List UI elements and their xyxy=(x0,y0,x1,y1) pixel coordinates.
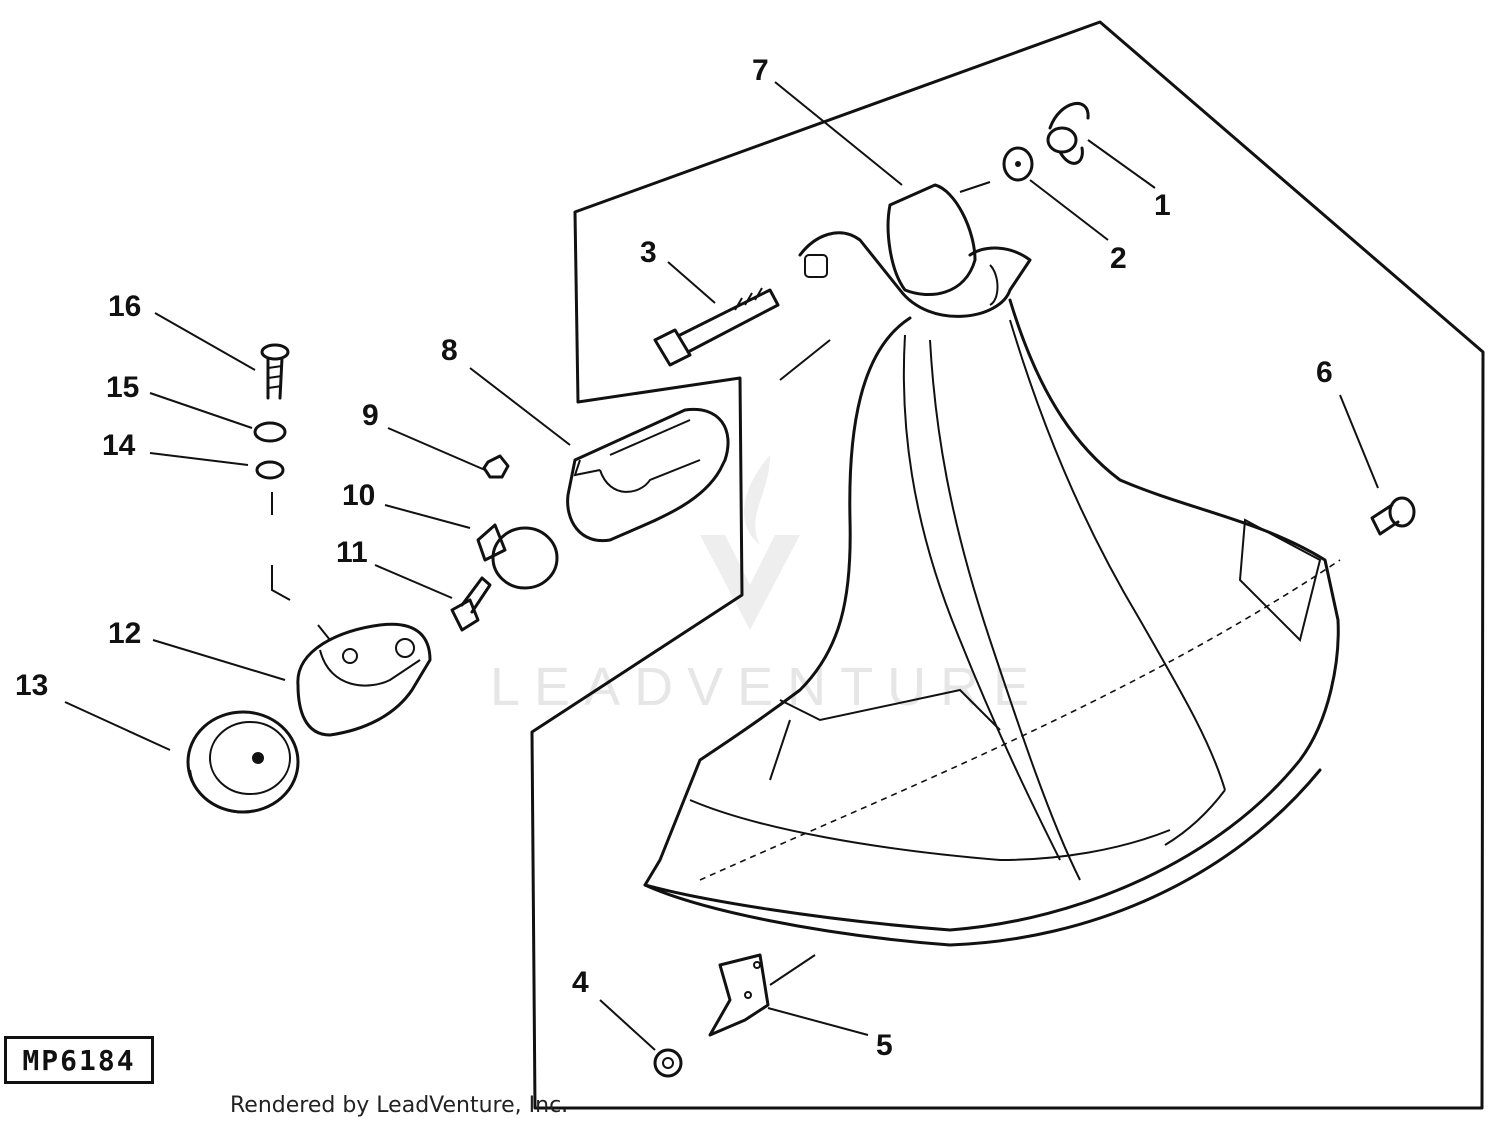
guard-bracket xyxy=(798,181,1032,318)
callout-10: 10 xyxy=(342,479,375,512)
assembly-axis-lower xyxy=(271,565,291,601)
part-spool-housing xyxy=(296,622,432,737)
callout-9: 9 xyxy=(362,399,379,432)
render-credit: Rendered by LeadVenture, Inc. xyxy=(230,1093,569,1118)
watermark-text: LEADVENTURE xyxy=(490,657,1043,717)
part-screw xyxy=(1370,496,1416,536)
part-small-bolt xyxy=(450,576,492,632)
callout-labels: 1 2 3 4 5 6 7 8 9 10 11 12 13 14 15 16 xyxy=(15,54,1333,1062)
callout-8: 8 xyxy=(441,334,458,367)
figure-id-box: MP6184 xyxy=(4,1036,154,1084)
callout-7: 7 xyxy=(752,54,769,87)
part-spool xyxy=(186,710,300,814)
part-washer-small xyxy=(253,421,287,443)
callout-11: 11 xyxy=(336,536,368,569)
callout-2: 2 xyxy=(1110,242,1127,275)
part-small-nut xyxy=(482,454,510,479)
callout-3: 3 xyxy=(640,236,657,269)
part-machine-screw xyxy=(260,343,290,400)
part-bolt xyxy=(653,287,780,367)
callout-13: 13 xyxy=(15,669,48,702)
assembly-axis-spool xyxy=(317,624,331,641)
part-clamp-housing xyxy=(566,407,730,543)
leader-lines xyxy=(64,81,1379,1051)
assembly-boundary xyxy=(530,20,1485,1110)
callout-16: 16 xyxy=(108,290,141,323)
callout-4: 4 xyxy=(572,966,589,999)
callout-6: 6 xyxy=(1316,356,1333,389)
part-nut xyxy=(653,1048,683,1078)
callout-1: 1 xyxy=(1154,189,1171,222)
watermark: LEADVENTURE xyxy=(490,455,1043,717)
part-line-cutter-blade xyxy=(708,953,770,1037)
part-hose-clamp xyxy=(476,523,559,590)
trimmer-guard xyxy=(643,298,1341,986)
part-wing-nut xyxy=(1046,102,1090,165)
callout-5: 5 xyxy=(876,1029,893,1062)
part-washer xyxy=(1002,146,1034,182)
callout-14: 14 xyxy=(102,429,136,462)
part-lock-washer xyxy=(255,460,285,480)
callout-12: 12 xyxy=(108,617,141,650)
callout-15: 15 xyxy=(106,371,139,404)
